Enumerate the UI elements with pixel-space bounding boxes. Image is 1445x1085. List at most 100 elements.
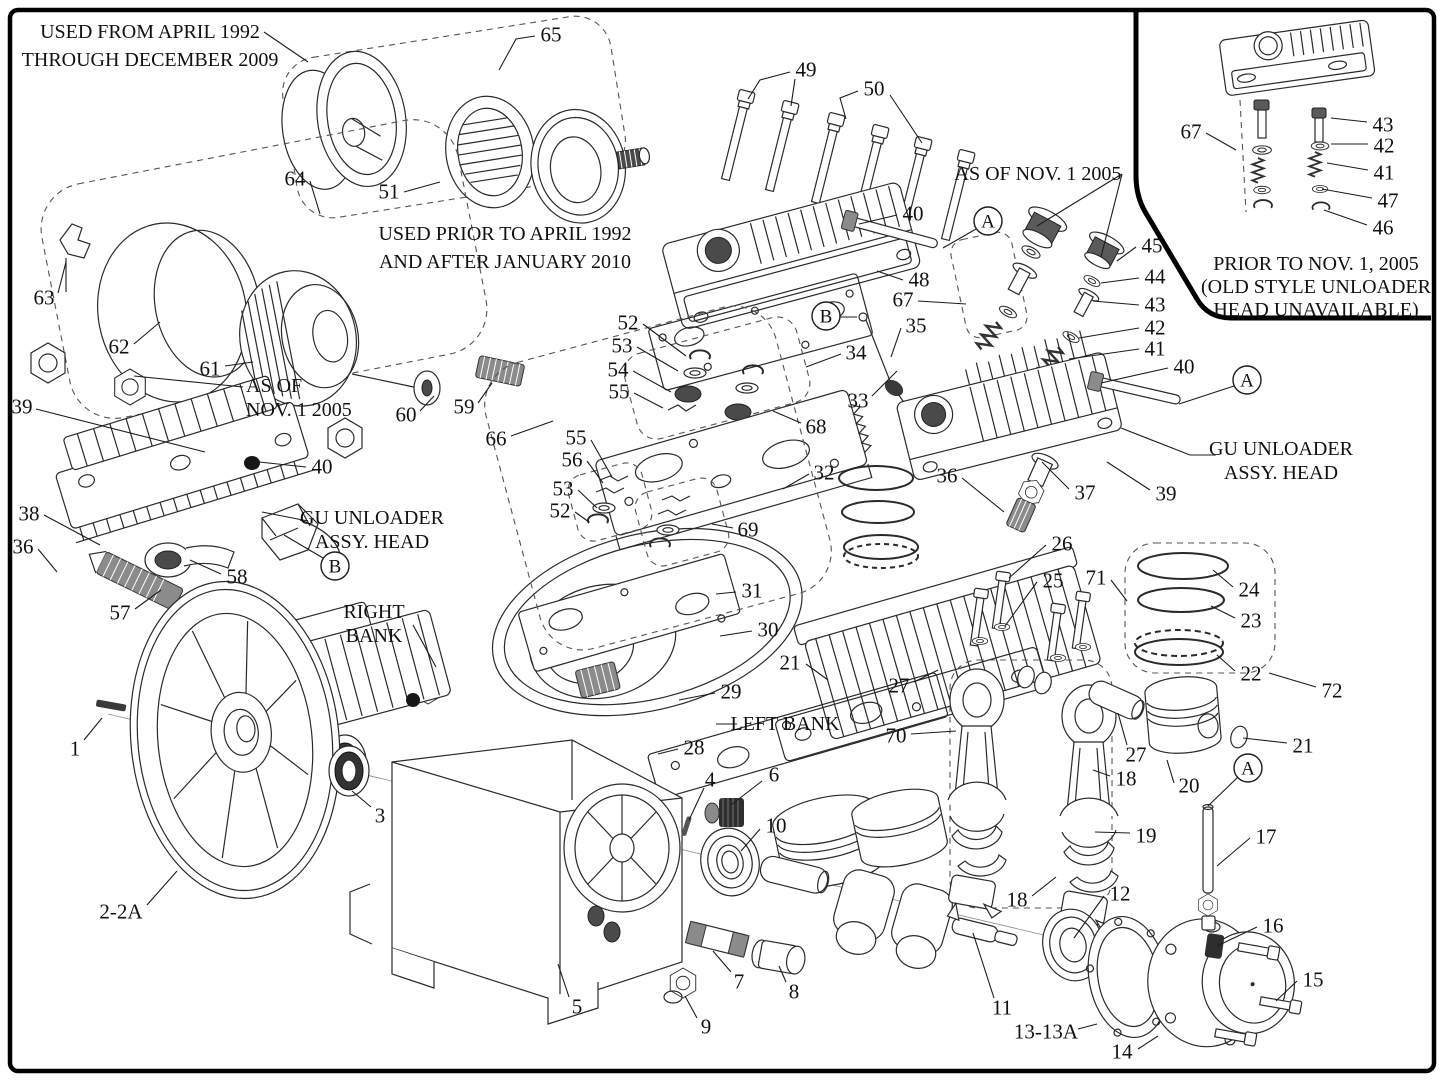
leader-67 <box>1205 132 1237 151</box>
leader-36 <box>961 477 1005 513</box>
leader-56 <box>586 460 604 484</box>
leader-18 <box>1031 876 1057 897</box>
callout-16: 16 <box>1263 914 1284 938</box>
part-air-filter-top <box>281 15 651 224</box>
callout-2-2A: 2-2A <box>99 900 143 924</box>
leader-43 <box>1092 300 1140 306</box>
leader-43 <box>1330 117 1368 123</box>
leader-46 <box>1323 209 1368 226</box>
leader-14 <box>1137 1035 1159 1050</box>
part-base-gasket-31 <box>518 553 741 672</box>
leader-67 <box>917 300 967 305</box>
cap-8 <box>751 939 806 975</box>
leader-48 <box>876 270 904 281</box>
callout-29: 29 <box>721 680 742 704</box>
callout-7: 7 <box>734 970 745 994</box>
callout-58: 58 <box>227 565 248 589</box>
part-crankcase <box>349 739 683 1025</box>
note-gu-left-line1: GU UNLOADER <box>300 507 445 529</box>
leader-45 <box>1116 246 1137 262</box>
leader-asof-left <box>133 375 244 388</box>
leader-62 <box>133 321 161 345</box>
part-piston-right <box>1017 665 1248 754</box>
leader-33 <box>871 370 898 397</box>
callout-28: 28 <box>684 736 705 760</box>
callout-42: 42 <box>1145 316 1166 340</box>
part-right-bank-head-top <box>662 182 938 329</box>
leader-68 <box>772 410 802 424</box>
callout-55: 55 <box>566 426 587 450</box>
leader-40 <box>858 214 898 225</box>
callout-22: 22 <box>1241 662 1262 686</box>
callout-24: 24 <box>1239 578 1261 602</box>
callout-56: 56 <box>562 448 583 472</box>
note-inset-note-line3: HEAD UNAVAILABLE) <box>1213 299 1418 321</box>
leader-71 <box>1110 579 1128 602</box>
leader-64 <box>309 180 321 215</box>
callout-8: 8 <box>789 980 800 1004</box>
leader-63 <box>57 261 67 294</box>
note-used-from-line2: THROUGH DECEMBER 2009 <box>22 49 279 71</box>
leader-51 <box>403 181 441 193</box>
leader-53 <box>577 489 598 509</box>
callout-39: 39 <box>1156 482 1177 506</box>
pin-40-right <box>1087 371 1181 405</box>
callout-1: 1 <box>70 737 81 761</box>
leader-55 <box>590 439 613 478</box>
leader-view-A <box>1207 776 1239 807</box>
callout-59: 59 <box>454 395 475 419</box>
callout-52: 52 <box>618 311 639 335</box>
callout-9: 9 <box>701 1015 712 1039</box>
part-bearing-cover-14 <box>1147 918 1303 1048</box>
callout-40: 40 <box>903 202 924 226</box>
note-inset-note-line1: PRIOR TO NOV. 1, 2005 <box>1213 253 1419 275</box>
view-marker-letter-A-0: A <box>981 212 995 233</box>
leader-38 <box>43 514 101 546</box>
leader-22 <box>1216 654 1236 672</box>
callout-42: 42 <box>1374 134 1395 158</box>
leader-72 <box>1268 672 1317 688</box>
leader-4 <box>688 787 705 821</box>
callout-68: 68 <box>806 415 827 439</box>
callout-5: 5 <box>572 995 583 1019</box>
leader-54 <box>632 370 672 393</box>
callout-15: 15 <box>1303 968 1324 992</box>
callout-21: 21 <box>780 651 801 675</box>
callout-60: 60 <box>396 403 417 427</box>
callout-53: 53 <box>553 477 574 501</box>
leader-view-B <box>283 534 324 559</box>
leader-24 <box>1212 569 1234 588</box>
callout-40: 40 <box>312 455 333 479</box>
pin-40-top <box>840 209 938 249</box>
part-connecting-rods <box>944 570 1119 944</box>
callout-27: 27 <box>889 674 910 698</box>
callout-36: 36 <box>13 535 34 559</box>
callout-39: 39 <box>12 395 33 419</box>
callout-64: 64 <box>285 167 307 191</box>
leader-27 <box>913 669 939 683</box>
callout-13-13A: 13-13A <box>1014 1020 1079 1044</box>
leader-32 <box>782 473 810 490</box>
callout-17: 17 <box>1256 825 1277 849</box>
leader-7 <box>712 950 732 973</box>
leader-right-bank <box>412 624 437 668</box>
callout-37: 37 <box>1075 481 1096 505</box>
view-marker-letter-A-1: A <box>1240 371 1254 392</box>
callout-55: 55 <box>609 380 630 404</box>
leader-9 <box>684 995 698 1019</box>
leader-31 <box>715 591 737 595</box>
leader-1 <box>83 717 103 741</box>
boundary-valve-stack <box>484 305 832 651</box>
leader-5 <box>557 963 570 998</box>
leader-16 <box>1216 926 1258 947</box>
part-oil-tube-17 <box>1198 803 1218 931</box>
inset-border <box>1133 12 1431 321</box>
leader-65 <box>498 35 536 71</box>
callout-72: 72 <box>1322 679 1343 703</box>
callout-63: 63 <box>34 286 55 310</box>
callout-45: 45 <box>1142 234 1163 258</box>
part-right-unloader-head <box>896 206 1181 533</box>
